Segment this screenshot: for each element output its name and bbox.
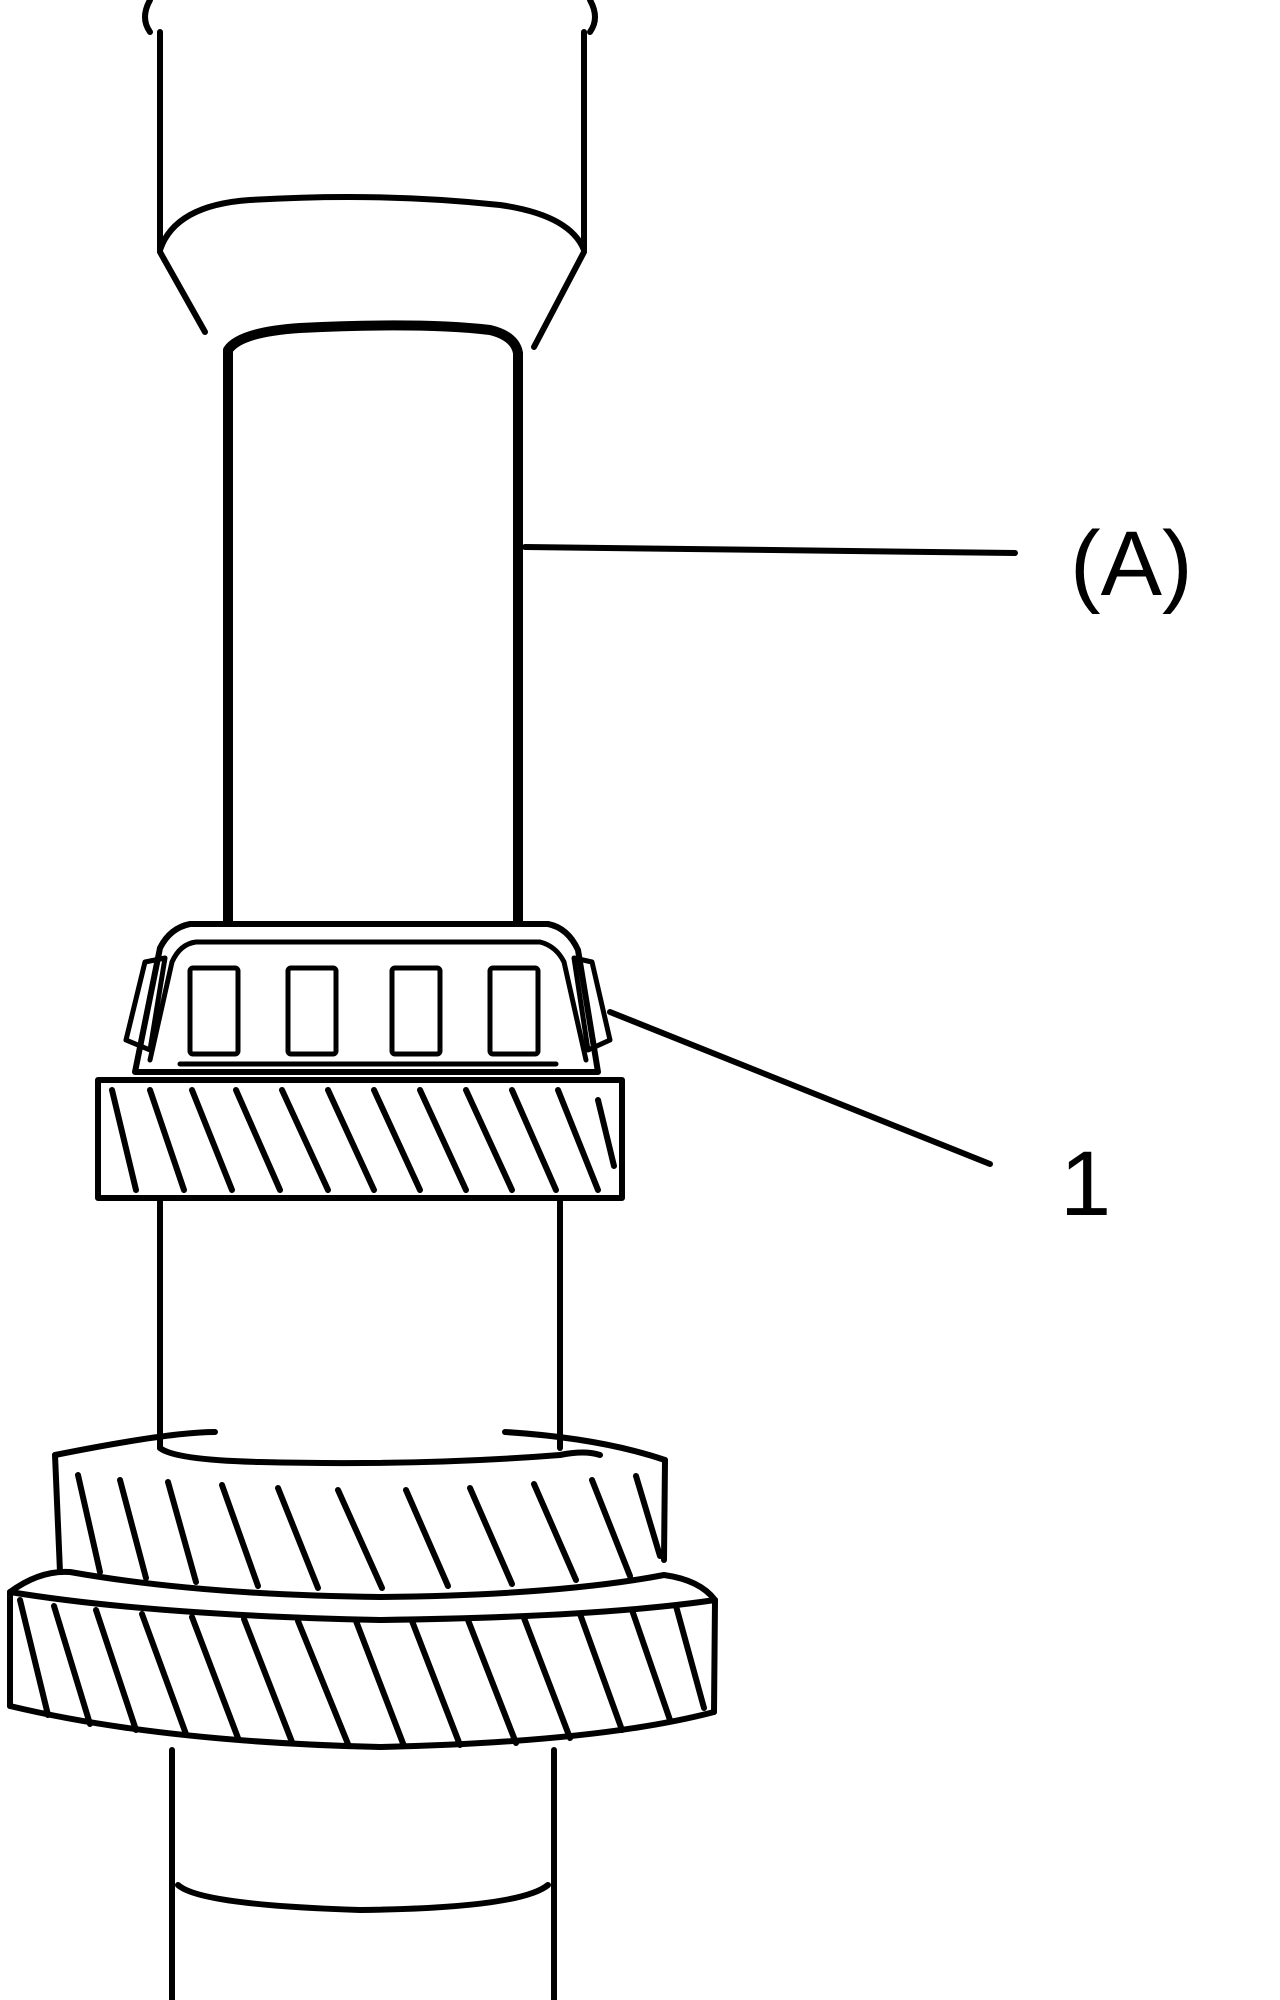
label-part-1: 1	[1060, 1133, 1111, 1235]
installer-tool-sleeve	[223, 320, 523, 932]
middle-gear	[52, 1429, 668, 1591]
upper-gear	[95, 1077, 625, 1201]
countershaft-middle	[157, 1195, 563, 1451]
installer-tool-body	[142, 0, 598, 350]
lower-gear	[7, 1568, 718, 1750]
countershaft-lower	[169, 1747, 557, 2000]
tapered-roller-bearing	[123, 921, 613, 1075]
label-tool-a: (A)	[1070, 513, 1193, 615]
leader-line-a	[522, 544, 1018, 556]
leader-line-1	[607, 1009, 993, 1167]
